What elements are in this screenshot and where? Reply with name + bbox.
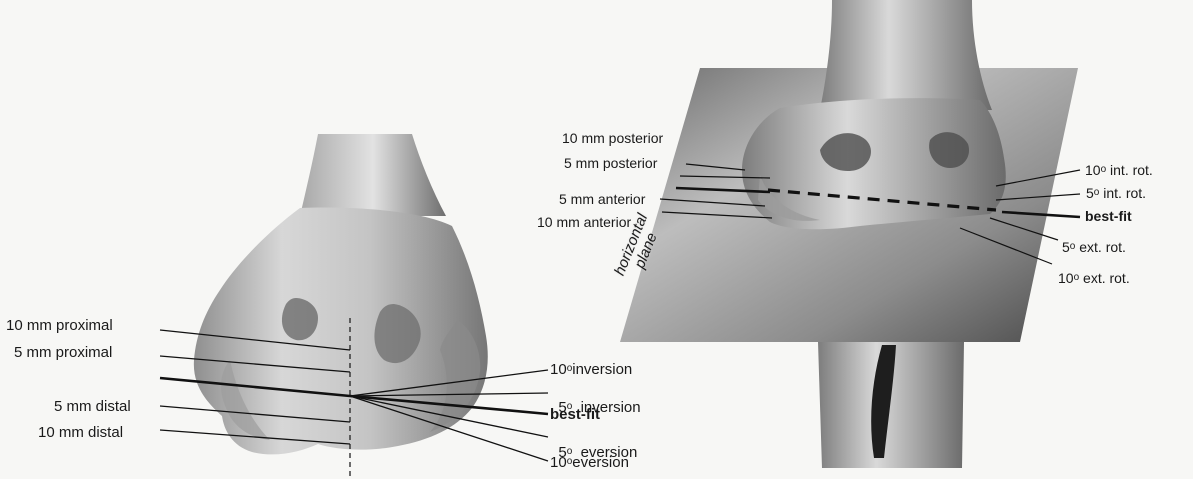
- deg-value: 10: [550, 361, 567, 378]
- label-5mm-distal: 5 mm distal: [54, 399, 131, 414]
- degree-symbol: o: [1094, 187, 1100, 198]
- label-10deg-inversion: 10oinversion: [550, 362, 632, 377]
- label-10mm-anterior: 10 mm anterior: [537, 215, 631, 230]
- label-text: int. rot.: [1099, 185, 1146, 201]
- label-5mm-proximal: 5 mm proximal: [14, 345, 112, 360]
- deg-value: 5: [1062, 239, 1070, 255]
- degree-symbol: o: [1074, 272, 1080, 283]
- label-text: inversion: [572, 361, 632, 378]
- deg-value: 10: [550, 454, 567, 471]
- label-text: ext. rot.: [1075, 239, 1126, 255]
- degree-symbol: o: [1101, 164, 1107, 175]
- right-bone-illustration: [620, 0, 1078, 468]
- label-10deg-eversion: 10oeversion: [550, 455, 629, 470]
- label-10mm-posterior: 10 mm posterior: [562, 131, 663, 146]
- deg-value: 5: [1086, 185, 1094, 201]
- label-text: eversion: [572, 454, 629, 471]
- label-10deg-ext-rot: 10o ext. rot.: [1058, 271, 1130, 286]
- label-10deg-int-rot: 10o int. rot.: [1085, 163, 1153, 178]
- degree-symbol: o: [567, 456, 573, 467]
- label-text: int. rot.: [1106, 162, 1153, 178]
- label-5deg-ext-rot: 5o ext. rot.: [1062, 240, 1126, 255]
- deg-value: 10: [1058, 270, 1074, 286]
- label-text: ext. rot.: [1079, 270, 1130, 286]
- label-best-fit-rot: best-fit: [1085, 209, 1132, 224]
- deg-value: 10: [1085, 162, 1101, 178]
- label-5deg-int-rot: 5o int. rot.: [1086, 186, 1146, 201]
- label-5mm-anterior: 5 mm anterior: [559, 192, 645, 207]
- degree-symbol: o: [567, 363, 573, 374]
- degree-symbol: o: [1070, 241, 1076, 252]
- label-best-fit: best-fit: [550, 407, 600, 422]
- label-5mm-posterior: 5 mm posterior: [564, 156, 657, 171]
- label-10mm-distal: 10 mm distal: [38, 425, 123, 440]
- label-10mm-proximal: 10 mm proximal: [6, 318, 113, 333]
